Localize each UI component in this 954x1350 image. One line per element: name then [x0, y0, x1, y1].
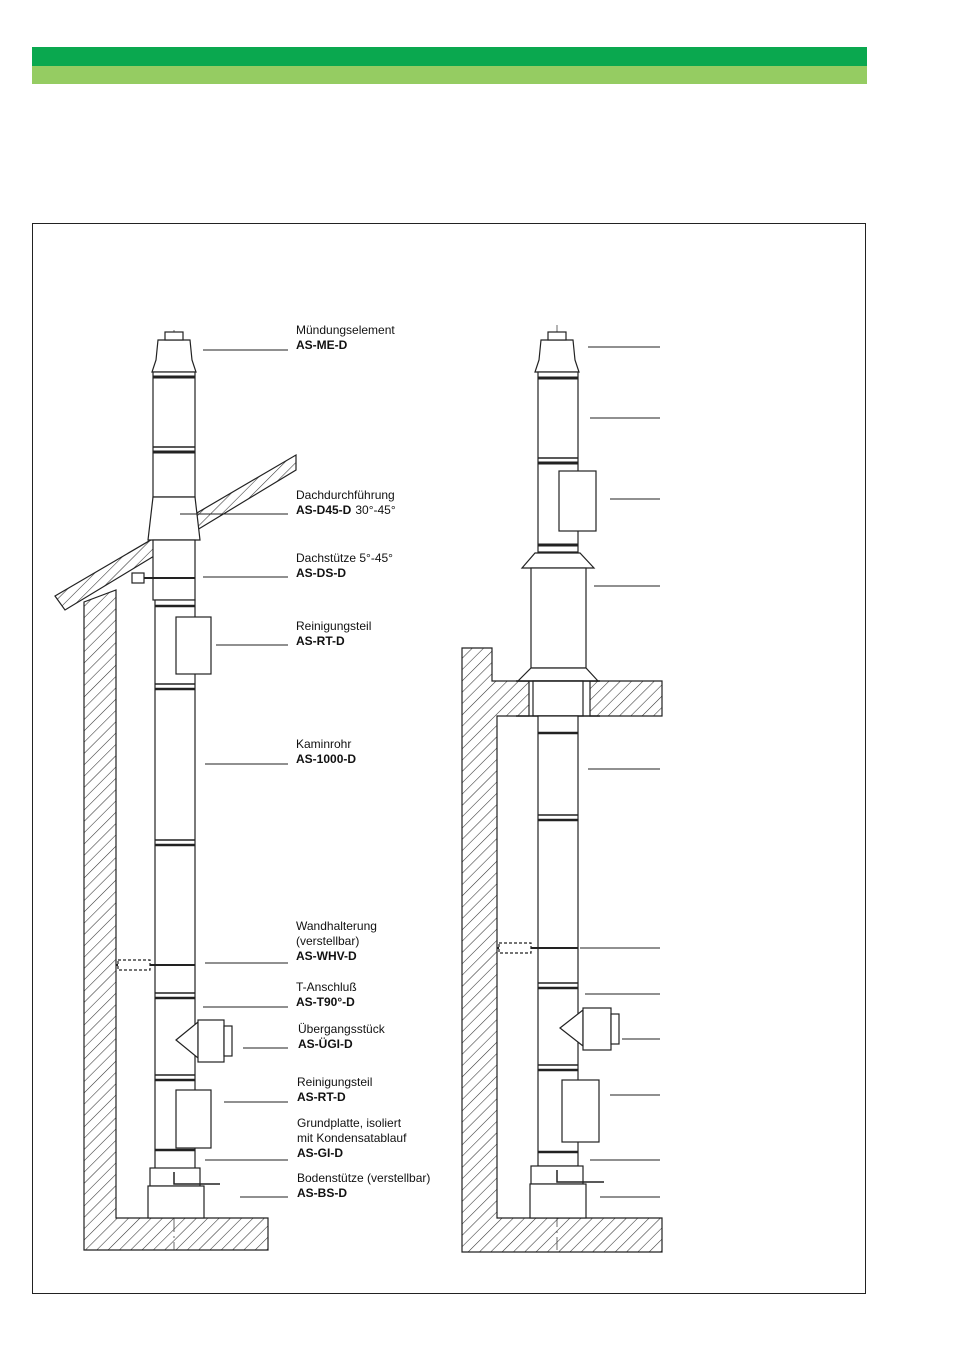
label-code: AS-T90°-D [296, 995, 355, 1009]
label-chimney-pipe: Kaminrohr AS-1000-D [296, 737, 356, 767]
right-cleaning-box-top [558, 470, 597, 532]
left-floor-stand [147, 1185, 205, 1219]
label-floor-stand: Bodenstütze (verstellbar) AS-BS-D [297, 1171, 430, 1201]
label-code: AS-ÜGI-D [298, 1037, 353, 1051]
label-transition-piece: Übergangsstück AS-ÜGI-D [298, 1022, 385, 1052]
label-t-connection: T-Anschluß AS-T90°-D [296, 980, 357, 1010]
label-code: AS-1000-D [296, 752, 357, 766]
left-wall [83, 589, 269, 1251]
label-wall-bracket: Wandhalterung (verstellbar) AS-WHV-D [296, 919, 377, 964]
label-roof-support: Dachstütze 5°-45° AS-DS-D [296, 551, 393, 581]
left-cleaning-box-lower [175, 1089, 212, 1149]
left-upper-pipe [152, 371, 196, 498]
label-name: Dachstütze 5°-45° [296, 551, 393, 565]
left-assembly [54, 330, 297, 1251]
label-code: AS-RT-D [297, 1090, 346, 1104]
label-name: Dachdurchführung [296, 488, 395, 502]
label-name: T-Anschluß [296, 980, 357, 994]
label-code: AS-GI-D [297, 1146, 343, 1160]
label-code: AS-BS-D [297, 1186, 347, 1200]
label-cleaning-part-lower: Reinigungsteil AS-RT-D [297, 1075, 372, 1105]
label-code-text: AS-D45-D [296, 503, 352, 517]
left-leader-lines [180, 349, 288, 1198]
label-name: Kaminrohr [296, 737, 352, 751]
label-name: Reinigungsteil [297, 1075, 373, 1089]
label-name: Grundplatte, isoliert [297, 1116, 402, 1130]
right-ceiling [589, 680, 663, 717]
header-band-light [32, 66, 867, 84]
label-muzzle-element: Mündungselement AS-ME-D [296, 323, 395, 353]
right-ceiling-collar [516, 667, 600, 682]
right-muzzle [534, 339, 580, 373]
label-name: Mündungselement [296, 323, 395, 337]
label-name-2: mit Kondensatablauf [297, 1131, 407, 1145]
label-name: Übergangsstück [298, 1022, 385, 1036]
label-code: AS-ME-D [296, 338, 348, 352]
left-muzzle [151, 339, 197, 373]
right-assembly [461, 325, 663, 1253]
left-roof-flashing [147, 496, 201, 541]
label-code: AS-DS-D [296, 566, 346, 580]
header-band-dark [32, 47, 867, 66]
label-base-plate: Grundplatte, isoliert mit Kondensatablau… [297, 1116, 406, 1161]
label-code: AS-WHV-D [296, 949, 357, 963]
label-angle: 30°-45° [355, 503, 396, 517]
label-name-2: (verstellbar) [296, 934, 360, 948]
label-code: AS-RT-D [296, 634, 345, 648]
right-floor-stand [529, 1183, 587, 1219]
right-roof-collar [520, 552, 596, 569]
left-cleaning-box-upper [175, 616, 212, 675]
right-leader-lines [580, 346, 660, 1198]
label-name: Bodenstütze (verstellbar) [297, 1171, 431, 1185]
label-name: Wandhalterung [296, 919, 377, 933]
left-main-pipe [154, 599, 196, 1171]
right-cleaning-box-lower [561, 1079, 600, 1143]
label-name: Reinigungsteil [296, 619, 372, 633]
diagram-frame [32, 223, 866, 1294]
right-wall [461, 647, 663, 1253]
label-cleaning-part-upper: Reinigungsteil AS-RT-D [296, 619, 371, 649]
